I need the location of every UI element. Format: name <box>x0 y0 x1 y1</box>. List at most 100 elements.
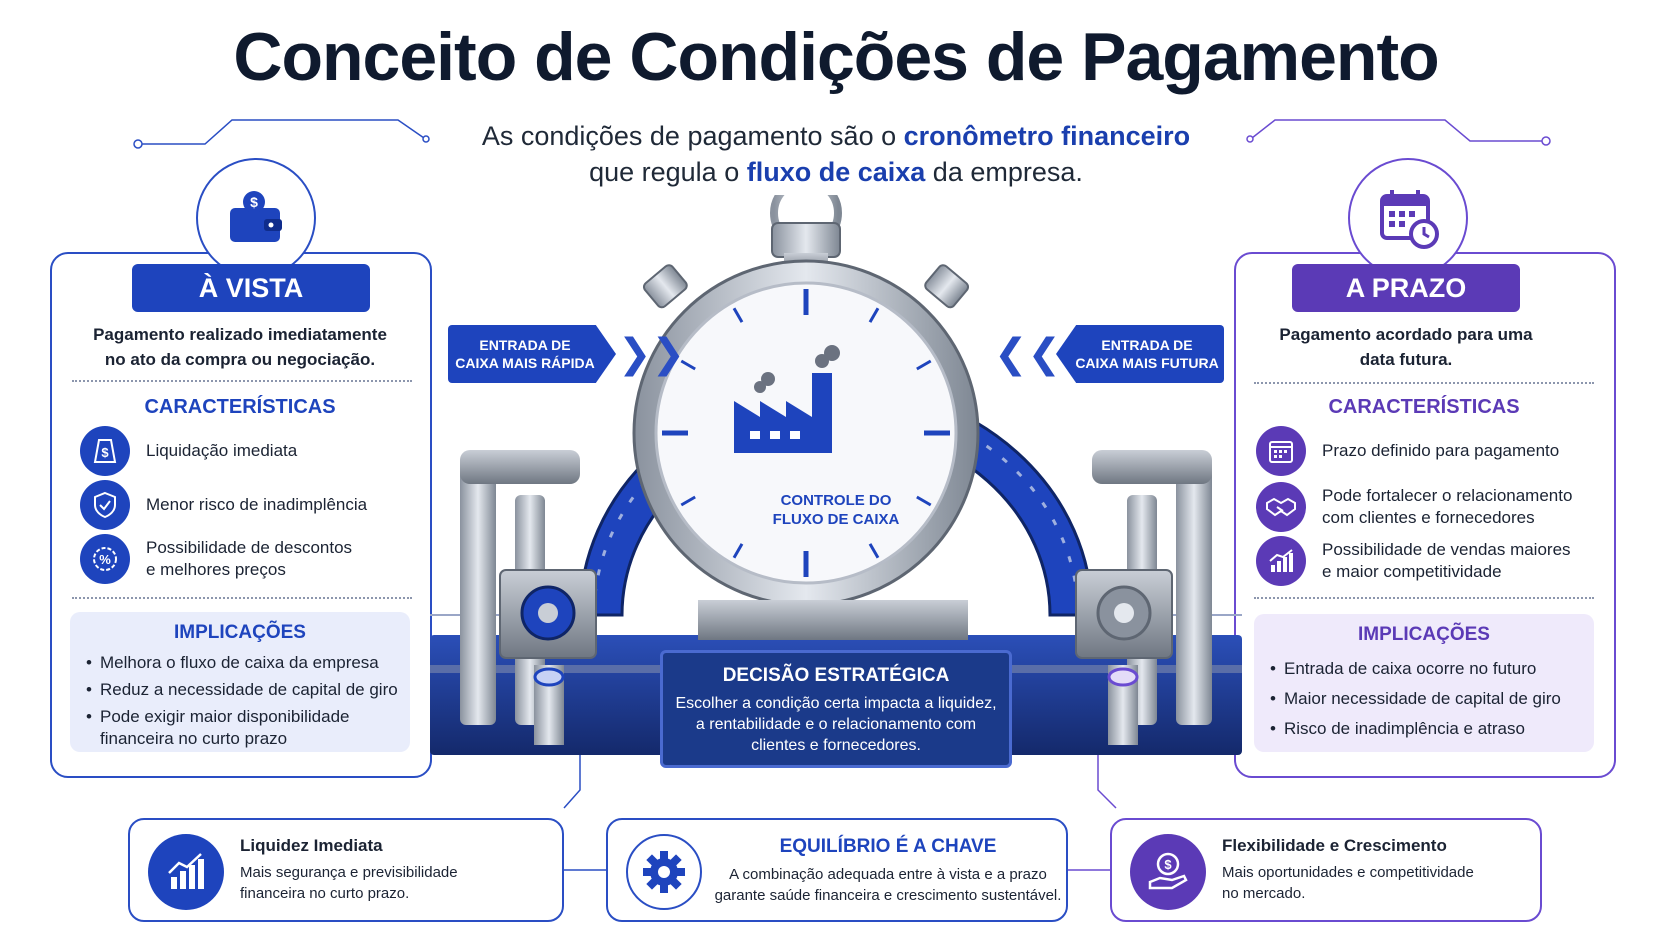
description-line: data futura. <box>1359 350 1453 369</box>
clock-label-line: FLUXO DE CAIXA <box>772 511 900 528</box>
entry-text: CAIXA MAIS RÁPIDA <box>455 355 595 371</box>
card-text: no mercado. <box>1222 885 1306 902</box>
wallet-dollar-icon: $ <box>196 158 316 278</box>
divider <box>72 380 412 382</box>
implications-heading: IMPLICAÇÕES <box>174 622 306 643</box>
svg-text:%: % <box>99 552 111 567</box>
implicacoes-box: IMPLICAÇÕES Melhora o fluxo de caixa da … <box>70 612 410 752</box>
calendar-clock-icon <box>1348 158 1468 278</box>
feature-text: Possibilidade de vendas maiores <box>1322 540 1571 559</box>
feature-item: Possibilidade de vendas maiores e maior … <box>1256 536 1571 586</box>
clock-tick <box>916 359 932 371</box>
clock-tick <box>680 495 696 507</box>
clock-tick <box>732 543 744 559</box>
card-text: garante saúde financeira e crescimento s… <box>714 887 1062 904</box>
clock-tick <box>732 307 744 323</box>
implication-item: Pode exigir maior disponibilidade financ… <box>86 706 410 750</box>
implicacoes-box: IMPLICAÇÕES Entrada de caixa ocorre no f… <box>1254 614 1594 752</box>
tag-dollar-icon: $ <box>80 426 130 476</box>
feature-text: e maior competitividade <box>1322 562 1502 581</box>
bar-chart-up-icon <box>148 834 224 910</box>
decision-text: a rentabilidade e o relacionamento com <box>695 716 977 733</box>
subtitle-text: que regula o <box>589 157 747 187</box>
decision-text: clientes e fornecedores. <box>751 737 921 754</box>
shield-check-icon <box>80 480 130 530</box>
card-text: Mais oportunidades e competitividade <box>1222 864 1474 881</box>
feature-text: Pode fortalecer o relacionamento <box>1322 486 1573 505</box>
implications-heading: IMPLICAÇÕES <box>1358 624 1490 645</box>
card-text: A combinação adequada entre à vista e a … <box>729 866 1047 883</box>
clock-label-line: CONTROLE DO <box>780 492 892 509</box>
divider <box>1254 382 1594 384</box>
card-heading: Liquidez Imediata <box>240 836 383 855</box>
clock-tick <box>916 495 932 507</box>
clock-label: CONTROLE DO FLUXO DE CAIXA <box>746 491 926 529</box>
feature-item: Menor risco de inadimplência <box>80 480 367 530</box>
entry-text: CAIXA MAIS FUTURA <box>1075 355 1219 371</box>
implication-item: Maior necessidade de capital de giro <box>1270 688 1594 710</box>
growth-chart-icon <box>1256 536 1306 586</box>
entrada-rapida-tag: ENTRADA DE CAIXA MAIS RÁPIDA <box>448 325 616 383</box>
a-vista-description: Pagamento realizado imediatamente no ato… <box>70 322 410 372</box>
decision-text: Escolher a condição certa impacta a liqu… <box>675 695 997 712</box>
feature-text: Possibilidade de descontos <box>146 538 353 557</box>
gear-tooth <box>660 851 668 861</box>
implication-item: Entrada de caixa ocorre no futuro <box>1270 658 1594 680</box>
feature-text: Liquidação imediata <box>146 441 298 460</box>
gear-tooth <box>660 883 668 893</box>
features-heading: CARACTERÍSTICAS <box>1328 396 1520 418</box>
divider <box>72 597 412 599</box>
entry-text: ENTRADA DE <box>1101 337 1193 353</box>
svg-text:$: $ <box>1164 857 1172 872</box>
entry-text: ENTRADA DE <box>479 337 571 353</box>
calendar-icon <box>1256 426 1306 476</box>
entrada-futura-tag: ENTRADA DE CAIXA MAIS FUTURA <box>1056 325 1224 383</box>
features-heading: CARACTERÍSTICAS <box>144 396 336 418</box>
stopwatch-machine-illustration <box>430 195 1242 755</box>
card-heading: Flexibilidade e Crescimento <box>1222 836 1447 855</box>
a-prazo-badge: A PRAZO <box>1292 264 1520 312</box>
subtitle-highlight: fluxo de caixa <box>746 157 926 187</box>
hand-coin-icon: $ <box>1130 834 1206 910</box>
svg-text:$: $ <box>250 194 258 210</box>
a-prazo-description: Pagamento acordado para uma data futura. <box>1236 322 1576 372</box>
clock-tick <box>868 543 880 559</box>
percent-badge-icon: % <box>80 534 130 584</box>
clock-tick <box>680 359 696 371</box>
page-title: Conceito de Condições de Pagamento <box>233 19 1439 95</box>
decision-heading: DECISÃO ESTRATÉGICA <box>722 665 950 686</box>
factory-icon <box>734 345 840 453</box>
subtitle-text: As condições de pagamento são o <box>481 121 904 151</box>
a-vista-badge: À VISTA <box>132 264 370 312</box>
description-line: Pagamento realizado imediatamente <box>93 325 387 344</box>
implication-item: Risco de inadimplência e atraso <box>1270 718 1594 740</box>
feature-item: $ Liquidação imediata <box>80 426 297 476</box>
handshake-icon <box>1256 482 1306 532</box>
chevron-left-icon: ❮❮ <box>994 332 1062 376</box>
feature-text: Prazo definido para pagamento <box>1322 441 1560 460</box>
feature-item: Pode fortalecer o relacionamento com cli… <box>1256 482 1572 532</box>
feature-item: % Possibilidade de descontos e melhores … <box>80 534 352 584</box>
card-text: Mais segurança e previsibilidade <box>240 864 458 881</box>
gear-icon <box>626 834 702 910</box>
page-subtitle: As condições de pagamento são o cronômet… <box>0 118 1672 190</box>
svg-text:$: $ <box>101 445 109 460</box>
subtitle-text: da empresa. <box>925 157 1083 187</box>
decisao-estrategica-plaque: DECISÃO ESTRATÉGICA Escolher a condição … <box>660 650 1012 768</box>
flexibilidade-card: $ Flexibilidade e Crescimento Mais oport… <box>1110 818 1542 922</box>
description-line: Pagamento acordado para uma <box>1279 325 1533 344</box>
clock-tick <box>868 307 880 323</box>
feature-text: com clientes e fornecedores <box>1322 508 1535 527</box>
chevron-right-icon: ❯❯ <box>618 332 686 376</box>
liquidez-imediata-card: Liquidez Imediata Mais segurança e previ… <box>128 818 564 922</box>
feature-text: Menor risco de inadimplência <box>146 495 368 514</box>
implication-item: Reduz a necessidade de capital de giro <box>86 679 410 701</box>
feature-text: e melhores preços <box>146 560 286 579</box>
card-text: financeira no curto prazo. <box>240 885 410 902</box>
subtitle-highlight: cronômetro financeiro <box>903 121 1191 151</box>
description-line: no ato da compra ou negociação. <box>104 350 376 369</box>
divider <box>1254 597 1594 599</box>
card-heading: EQUILÍBRIO É A CHAVE <box>779 836 997 857</box>
feature-item: Prazo definido para pagamento <box>1256 426 1559 476</box>
